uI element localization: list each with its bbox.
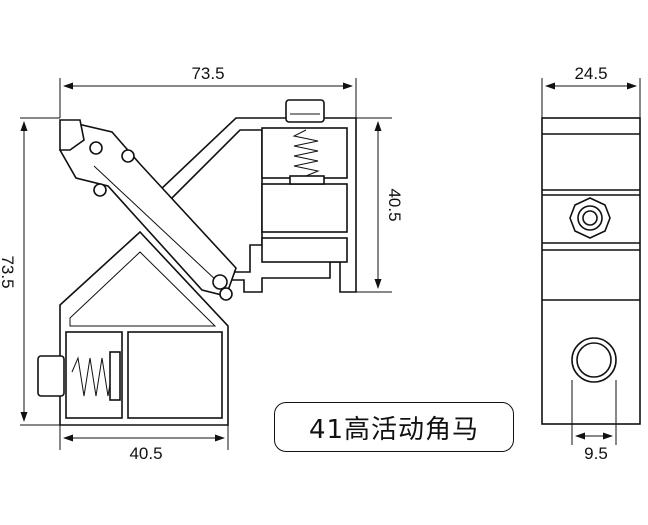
lower-profile [37,230,229,426]
front-view: 73.5 73.5 40.5 40.5 [0,64,404,463]
side-knob [37,355,65,397]
hollow-chamber-upper [261,183,348,233]
spring-chamber-upper [261,127,348,179]
dimension-side-top-text: 24.5 [574,64,607,83]
top-knob [285,99,325,123]
hook-end [59,119,85,151]
hex-nut-hole [582,210,598,226]
product-label: 41高活动角马 [274,402,514,452]
spring-lower [71,356,113,397]
pin-2 [121,149,135,163]
dimension-bottom-text: 40.5 [129,444,162,463]
spring-plate-upper [289,175,325,185]
bottom-hole-inner [576,342,612,378]
pin-1 [89,141,103,155]
pin-4 [212,274,228,290]
hollow-chamber-lower [127,331,223,419]
dimension-side-bottom-text: 9.5 [584,444,608,463]
pin-3 [93,183,107,197]
dimension-left-text: 73.5 [0,255,17,288]
diagonal-bar [59,119,237,301]
dimension-top-text: 73.5 [191,64,224,83]
pin-5 [219,287,233,301]
spring-plate-lower [109,351,121,401]
spring-upper [292,129,320,177]
bar-centerline [93,165,219,283]
upper-profile [158,99,357,293]
inner-triangle [69,251,217,327]
lower-slot-upper [261,237,348,263]
dimension-right-text: 40.5 [385,188,404,221]
side-view: 24.5 9.5 [541,64,641,463]
